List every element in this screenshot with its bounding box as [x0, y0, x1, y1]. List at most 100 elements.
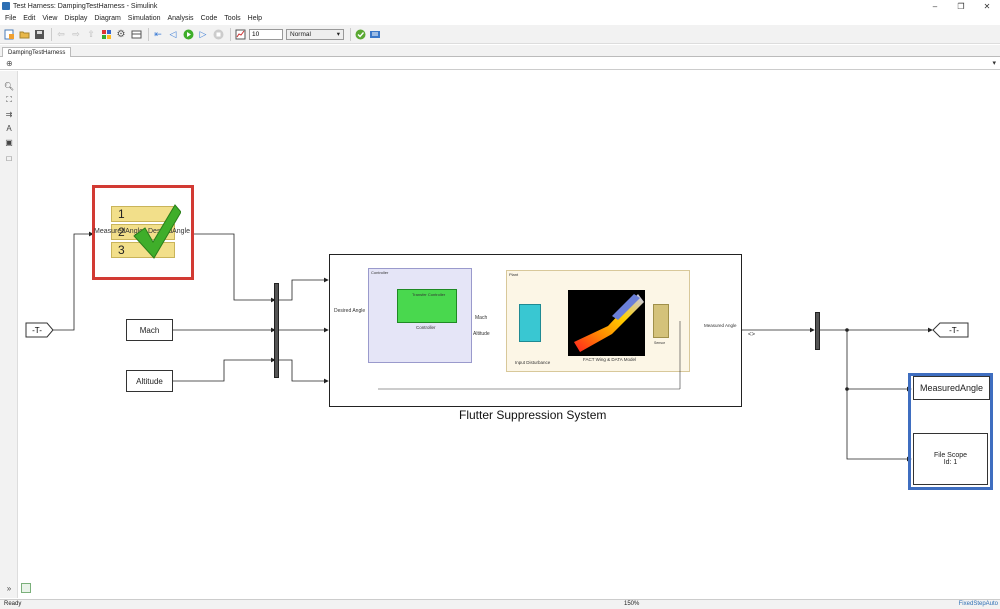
- step-forward-icon[interactable]: ▷: [199, 28, 207, 39]
- surface-plot-block[interactable]: [568, 290, 645, 356]
- flutter-suppression-subsystem[interactable]: Desired Angle Mach Altitude Controller T…: [329, 254, 742, 407]
- test-sequence-in-port-label: MeasuredAngle: [94, 228, 144, 235]
- maximize-button[interactable]: ❐: [957, 1, 965, 11]
- title-bar: Test Harness: DampingTestHarness - Simul…: [0, 0, 1000, 12]
- row-number: 1: [118, 207, 125, 221]
- step-back-single-icon[interactable]: ◁: [169, 28, 177, 39]
- sensor-block[interactable]: [653, 304, 669, 338]
- subsystem-in1-label: Desired Angle: [334, 308, 366, 314]
- fit-to-view-icon[interactable]: ⛶: [6, 95, 12, 104]
- up-arrow-icon[interactable]: ⇧: [87, 28, 95, 39]
- stop-icon[interactable]: [212, 28, 224, 40]
- data-inspector-icon[interactable]: [234, 28, 246, 40]
- subsystem-out-symbol: <>: [748, 332, 756, 338]
- window-title: Test Harness: DampingTestHarness - Simul…: [13, 2, 158, 10]
- surface-plot-image: [574, 294, 644, 352]
- menu-bar: File Edit View Display Diagram Simulatio…: [0, 13, 1000, 24]
- signal-lines: [52, 231, 933, 462]
- status-bar: Ready 150% FixedStepAuto: [0, 599, 1000, 609]
- menu-tools[interactable]: Tools: [224, 15, 241, 22]
- hide-show-explorer-icon[interactable]: [21, 583, 31, 593]
- input-disturbance-label: Input Disturbance: [515, 360, 551, 365]
- simulink-app-icon: [2, 2, 10, 10]
- controller-block-inner-label: Transfer Controller: [412, 292, 446, 297]
- simulation-mode-select[interactable]: Normal ▾: [286, 28, 344, 40]
- toolbar-separator: [148, 27, 149, 41]
- measured-angle-display-label: MeasuredAngle: [919, 383, 984, 393]
- image-icon[interactable]: ▣: [5, 137, 13, 147]
- plant-region[interactable]: Plant FACT Wing & DATA Mo: [506, 270, 690, 372]
- back-arrow-icon[interactable]: ⇦: [57, 28, 65, 39]
- subsystem-in2-label: Mach: [475, 315, 488, 321]
- altitude-inport-block[interactable]: Altitude: [126, 370, 173, 392]
- save-icon[interactable]: [33, 28, 45, 40]
- solver-link[interactable]: FixedStepAuto: [958, 601, 998, 607]
- tab-damping-test-harness[interactable]: DampingTestHarness: [2, 47, 72, 57]
- stop-time-input[interactable]: [249, 28, 283, 40]
- model-browser-toggle-icon[interactable]: ⊕: [6, 59, 13, 68]
- plant-region-title: Plant: [509, 272, 519, 277]
- run-icon[interactable]: [182, 28, 194, 40]
- menu-edit[interactable]: Edit: [23, 15, 36, 22]
- subsystem-in3-label: Altitude: [473, 331, 490, 337]
- row-number: 2: [118, 225, 125, 239]
- open-folder-icon[interactable]: [18, 28, 30, 40]
- controller-block[interactable]: Transfer Controller: [397, 289, 457, 323]
- step-back-icon[interactable]: ⇤: [154, 28, 162, 39]
- subsystem-out1-label: Measured Angle: [704, 323, 737, 328]
- area-icon[interactable]: □: [6, 153, 12, 163]
- goto-block-right-label: -T-: [949, 326, 959, 335]
- minimize-button[interactable]: –: [932, 1, 938, 11]
- zoom-in-icon[interactable]: 🔍︎: [3, 81, 15, 91]
- breadcrumb-dropdown-icon[interactable]: ▾: [992, 60, 996, 67]
- menu-analysis[interactable]: Analysis: [167, 15, 194, 22]
- mux-block[interactable]: [274, 283, 279, 378]
- library-browser-icon[interactable]: [100, 28, 112, 40]
- row-number: 3: [118, 243, 125, 257]
- model-advisor-check-icon[interactable]: [354, 28, 366, 40]
- controller-region[interactable]: Controller Transfer Controller Controlle…: [368, 268, 472, 363]
- menu-help[interactable]: Help: [247, 15, 263, 22]
- file-scope-title: File Scope: [933, 452, 968, 459]
- from-block-left[interactable]: -T-: [25, 322, 55, 338]
- measured-angle-display-block[interactable]: MeasuredAngle: [913, 376, 990, 400]
- simulation-mode-value: Normal: [290, 30, 311, 38]
- window-controls: – ❐ ✕: [922, 0, 1000, 12]
- plant-teal-block[interactable]: [519, 304, 541, 342]
- file-scope-block[interactable]: File Scope Id: 1: [913, 433, 988, 485]
- model-explorer-icon[interactable]: [130, 28, 142, 40]
- from-block-left-label: -T-: [32, 326, 42, 335]
- toolbar: ⇦ ⇨ ⇧ ⚙ ⇤ ◁ ▷ Normal ▾: [0, 25, 1000, 44]
- toolbar-separator: [51, 27, 52, 41]
- annotation-icon[interactable]: A: [6, 123, 12, 133]
- forward-arrow-icon[interactable]: ⇨: [72, 28, 80, 39]
- menu-view[interactable]: View: [42, 15, 58, 22]
- model-tab-bar: DampingTestHarness: [0, 45, 1000, 57]
- model-settings-gear-icon[interactable]: ⚙: [116, 28, 126, 40]
- subsystem-internal-lines: [378, 321, 681, 390]
- arrow-right-icon[interactable]: ⇉: [5, 109, 13, 119]
- menu-file[interactable]: File: [5, 15, 17, 22]
- menu-code[interactable]: Code: [200, 15, 218, 22]
- goto-block-right[interactable]: -T-: [932, 322, 970, 338]
- mach-inport-block[interactable]: Mach: [126, 319, 173, 341]
- toolbar-separator: [350, 27, 351, 41]
- menu-diagram[interactable]: Diagram: [94, 15, 121, 22]
- menu-display[interactable]: Display: [64, 15, 88, 22]
- close-button[interactable]: ✕: [983, 1, 991, 11]
- chevron-down-icon: ▾: [336, 31, 340, 38]
- status-text: Ready: [4, 601, 22, 607]
- build-model-icon[interactable]: [369, 28, 381, 40]
- controller-block-label: Controller: [416, 325, 436, 330]
- new-model-icon[interactable]: [3, 28, 15, 40]
- menu-simulation[interactable]: Simulation: [127, 15, 161, 22]
- sensor-label: Sensor: [654, 341, 666, 345]
- mach-label: Mach: [139, 325, 160, 335]
- demux-block[interactable]: [815, 312, 820, 350]
- left-palette: 🔍︎ ⛶ ⇉ A ▣ □ »: [0, 71, 18, 598]
- test-sequence-highlight: [92, 185, 194, 280]
- test-assessment-highlight: [908, 373, 993, 490]
- explorer-bar-icon[interactable]: »: [6, 583, 12, 593]
